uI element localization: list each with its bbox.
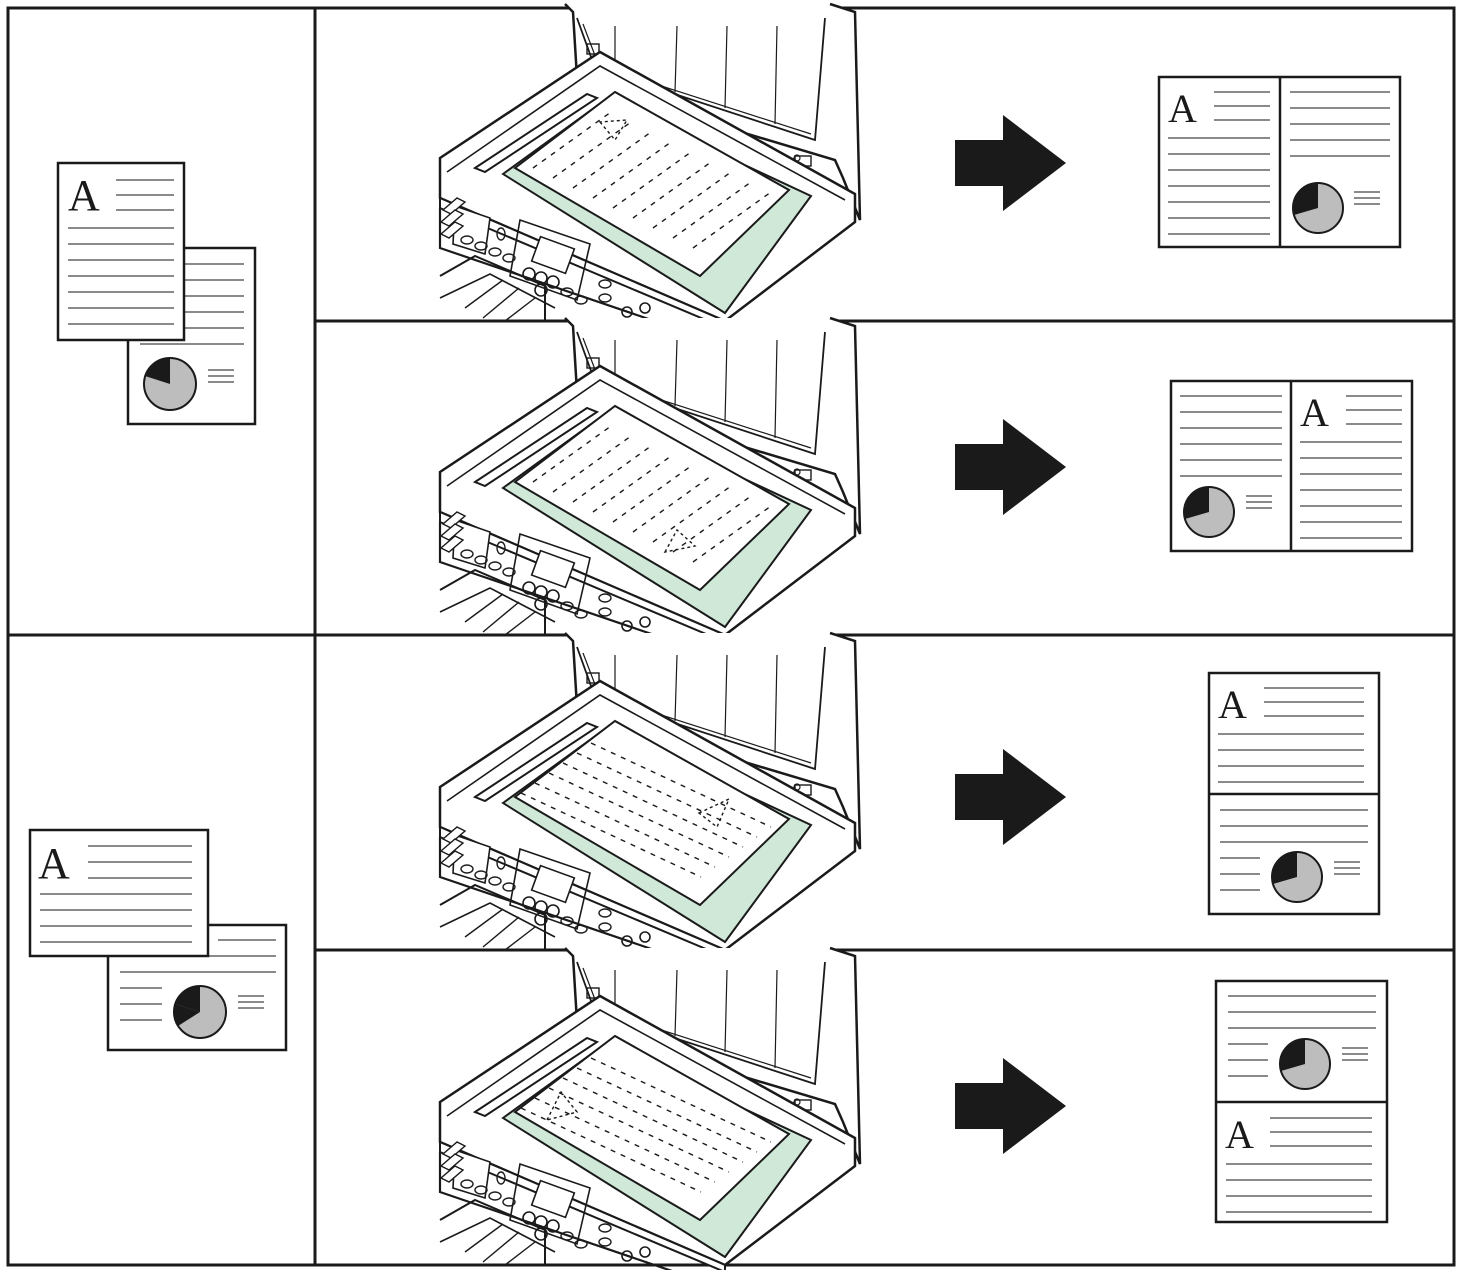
row-1: A <box>438 2 1402 330</box>
page-letter: A <box>1225 1112 1254 1157</box>
pie-chart-icon <box>1292 182 1344 234</box>
row-4: A <box>438 946 1389 1270</box>
arrow-right-icon <box>955 115 1066 211</box>
original-landscape-documents: A <box>28 828 288 1052</box>
pie-chart-icon <box>1183 486 1235 538</box>
arrow-right-icon <box>955 749 1066 845</box>
result-page-horizontal: A <box>1169 379 1414 553</box>
row-2: A <box>438 316 1414 644</box>
scanner-icon <box>438 2 862 330</box>
page-letter: A <box>1218 682 1247 727</box>
original-page-text: A <box>56 161 186 342</box>
original-portrait-documents: A <box>56 161 257 426</box>
page-letter: A <box>38 839 70 888</box>
pie-chart-icon <box>1279 1038 1331 1090</box>
row-3: A <box>438 631 1381 959</box>
arrow-right-icon <box>955 1058 1066 1154</box>
scanner-icon <box>438 946 862 1270</box>
arrow-right-icon <box>955 419 1066 515</box>
pie-chart-icon <box>1271 851 1323 903</box>
original-page-text: A <box>28 828 210 958</box>
result-page-vertical: A <box>1214 979 1389 1224</box>
scanner-icon <box>438 316 862 644</box>
result-page-horizontal: A <box>1157 75 1402 249</box>
page-letter: A <box>1168 86 1197 131</box>
result-page-vertical: A <box>1207 671 1381 916</box>
page-letter: A <box>68 171 100 220</box>
scanner-icon <box>438 631 862 959</box>
pie-chart-icon <box>173 985 227 1039</box>
pie-chart-icon <box>143 357 197 411</box>
page-letter: A <box>1300 390 1329 435</box>
